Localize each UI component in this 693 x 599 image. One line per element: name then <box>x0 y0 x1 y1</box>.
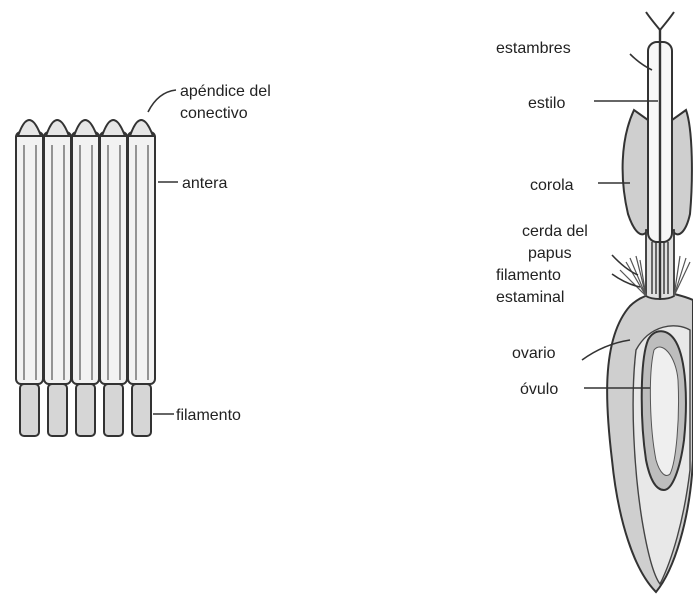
anther-body <box>127 131 156 385</box>
corolla-left-lobe <box>621 108 649 236</box>
label-ovule: óvulo <box>520 381 558 398</box>
appendix-leader <box>147 89 177 113</box>
pappus-leader <box>611 254 639 276</box>
filament <box>103 383 124 437</box>
filament <box>19 383 40 437</box>
connective-appendages <box>16 119 155 137</box>
label-staminal-filament-line2: estaminal <box>496 289 564 306</box>
anther-body <box>15 131 44 385</box>
appendage-tip <box>44 119 71 137</box>
label-corolla: corola <box>530 177 574 194</box>
appendage-tip <box>128 119 155 137</box>
anther-body <box>43 131 72 385</box>
ovary-leader <box>581 339 631 361</box>
label-anther: antera <box>182 175 227 192</box>
stigma <box>645 11 675 31</box>
staminal-filaments <box>651 242 669 294</box>
pappus-bristles <box>619 255 691 297</box>
filament <box>47 383 68 437</box>
anther-strips <box>15 131 156 385</box>
ovule-inner <box>649 346 680 476</box>
anther-inner-lines <box>23 145 149 380</box>
right-leader-lines <box>581 53 658 389</box>
filament-leader-right <box>611 273 641 288</box>
label-staminal-filament-line1: filamento <box>496 267 561 284</box>
anther-body <box>99 131 128 385</box>
appendage-tip <box>16 119 43 137</box>
filament <box>75 383 96 437</box>
label-style: estilo <box>528 95 565 112</box>
appendage-tip <box>100 119 127 137</box>
filament <box>131 383 152 437</box>
label-filament: filamento <box>176 407 241 424</box>
label-stamens: estambres <box>496 40 571 57</box>
anther-body <box>71 131 100 385</box>
filaments <box>19 383 152 437</box>
label-pappus-line1: cerda del <box>522 223 588 240</box>
corolla-right-lobe <box>671 108 693 236</box>
stamens-leader <box>629 53 653 71</box>
label-ovary: ovario <box>512 345 556 362</box>
label-pappus-line2: papus <box>528 245 572 262</box>
label-appendix-line2: conectivo <box>180 105 248 122</box>
left-leader-lines <box>147 89 178 415</box>
appendage-tip <box>72 119 99 137</box>
anther-tube-figure: apéndice del conectivo antera filamento <box>15 83 271 437</box>
label-appendix-line1: apéndice del <box>180 83 271 100</box>
floret-section-figure: estambres estilo corola cerda del papus … <box>496 11 693 594</box>
